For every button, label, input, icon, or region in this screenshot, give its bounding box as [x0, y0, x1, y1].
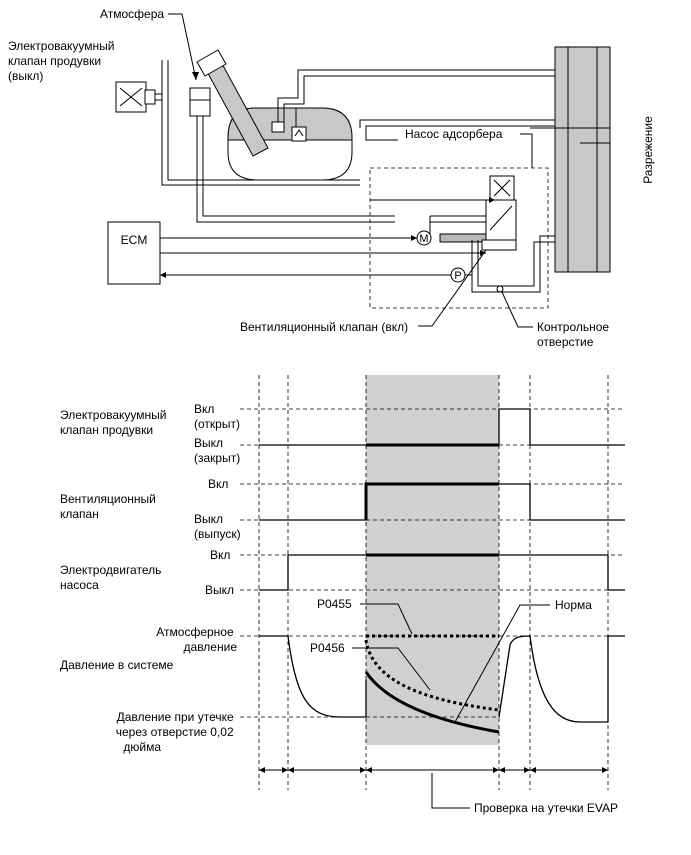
normal-label: Норма [555, 598, 592, 612]
motor-symbol-text: M [419, 233, 428, 245]
ecm-label: ECM [121, 233, 148, 247]
evap-schematic: M P ECM Атмосфера Электровакуумный клапа… [8, 7, 655, 349]
cutoff-valve-left [271, 121, 285, 133]
row-vent-valve-high: Вкл [208, 477, 228, 491]
timing-chart: P0455 P0456 Норма Электровакуумный клапа… [60, 375, 625, 815]
row-vent-valve-name: Вентиляционный клапан [60, 492, 159, 521]
atmosphere-inlet-filter [189, 87, 211, 117]
ecm-box [107, 221, 161, 285]
vent-valve-label: Вентиляционный клапан (вкл) [240, 320, 408, 334]
evap-check-shaded-region [366, 375, 499, 745]
purge-valve-label: Электровакуумный клапан продувки (выкл) [8, 39, 118, 83]
p0455-label: P0455 [317, 597, 352, 611]
cutoff-valve-right [291, 126, 307, 142]
p0456-label: P0456 [310, 641, 345, 655]
row-pressure-low: Давление при утечке через отверстие 0,02… [116, 710, 237, 754]
row-purge-valve-name: Электровакуумный клапан продувки [60, 408, 170, 437]
pressure-symbol-text: P [454, 270, 461, 282]
row-pump-motor-high: Вкл [210, 548, 230, 562]
fuel-cap [196, 49, 227, 77]
canister-pump-module [369, 167, 549, 309]
row-system-pressure-name: Давление в системе [60, 658, 174, 672]
row-vent-valve-low: Выкл (выпуск) [194, 512, 241, 541]
row-purge-valve-low: Выкл (закрыт) [194, 436, 240, 465]
vent-valve [481, 239, 517, 251]
atmosphere-label: Атмосфера [100, 7, 164, 21]
row-pressure-high: Атмосферное давление [156, 625, 237, 654]
reference-orifice-label: Контрольное отверстие [537, 320, 612, 349]
row-pump-motor-name: Электродвигатель насоса [60, 563, 165, 592]
canister-pump-label: Насос адсорбера [405, 127, 503, 141]
row-purge-valve-high: Вкл (открыт) [194, 402, 240, 431]
row-pump-motor-low: Выкл [205, 583, 234, 597]
vacuum-label: Разрежение [641, 116, 655, 184]
time-interval-arrows [259, 767, 608, 773]
vacuum-column [554, 46, 611, 273]
evap-check-label: Проверка на утечки EVAP [474, 801, 618, 815]
